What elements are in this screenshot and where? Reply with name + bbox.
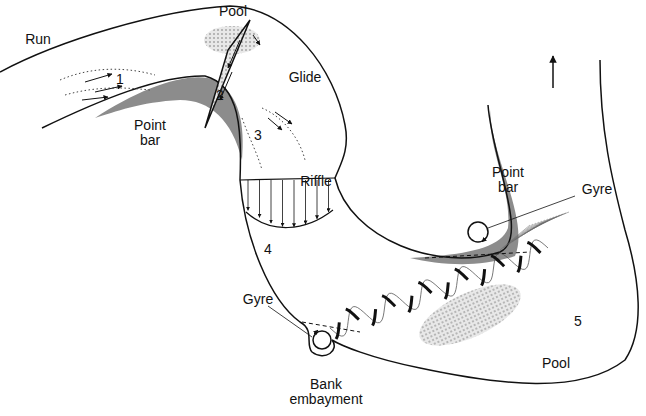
feature-label: Gyre [582, 182, 612, 197]
feature-label: Point bar [486, 165, 530, 196]
feature-label: Glide [289, 70, 322, 85]
callout-number: 1 [116, 72, 124, 87]
callout-number: 2 [216, 88, 224, 103]
velocity-profile [246, 210, 333, 228]
helix-stroke [491, 256, 504, 267]
flow-arrow [268, 118, 282, 130]
river-bank [0, 6, 511, 258]
feature-label: Pool [542, 356, 570, 371]
helix-stroke [372, 309, 375, 326]
helix-stroke [527, 242, 540, 253]
pool-shading [411, 272, 529, 358]
river-bank [42, 60, 638, 384]
streamline [506, 223, 536, 246]
dotted-streamline [242, 108, 305, 170]
velocity-arrow [294, 180, 295, 227]
streamline [503, 224, 533, 248]
helix-thin [330, 240, 548, 336]
callout-number: 5 [574, 314, 582, 329]
flow-arrow [228, 40, 240, 68]
callout-number: 4 [264, 242, 272, 257]
leader-line [488, 196, 575, 228]
streamline [539, 212, 569, 224]
pool-section [205, 20, 250, 128]
feature-label: Riffle [300, 174, 332, 189]
dashed-boundary [425, 252, 530, 258]
helical-flow [330, 212, 569, 339]
velocity-arrow [271, 180, 272, 223]
streamline [500, 225, 530, 250]
dashed-boundary [302, 322, 360, 332]
flow-arrow [275, 112, 292, 124]
velocity-arrow [282, 180, 283, 226]
leader-line [268, 306, 312, 337]
helix-stroke [346, 309, 359, 320]
callout-number: 3 [254, 128, 262, 143]
feature-label: Gyre [243, 292, 273, 307]
feature-label: Bank embayment [282, 377, 370, 408]
helix-stroke [336, 322, 339, 339]
gyre-symbol [468, 222, 488, 242]
helix-stroke [518, 256, 521, 273]
flow-arrow [253, 35, 260, 45]
helix-stroke [382, 296, 395, 307]
flow-arrow [85, 74, 112, 82]
velocity-arrow [248, 180, 249, 210]
helix-stroke [409, 296, 412, 313]
feature-label: Pool [219, 4, 247, 19]
helix-stroke [445, 282, 448, 299]
point-bar-shading [95, 77, 243, 160]
feature-label: Run [25, 32, 51, 47]
flow-direction-arrow [552, 56, 554, 88]
velocity-arrow [259, 180, 260, 217]
helix-stroke [418, 282, 431, 293]
gyre-arrow [482, 238, 486, 242]
feature-label: Point bar [128, 118, 172, 149]
gyre-arrow [314, 330, 318, 334]
helix-stroke [455, 269, 468, 280]
gyre-symbol [313, 331, 331, 349]
helix-stroke [481, 269, 484, 286]
dotted-streamline [60, 69, 155, 95]
flow-arrow [82, 97, 108, 100]
